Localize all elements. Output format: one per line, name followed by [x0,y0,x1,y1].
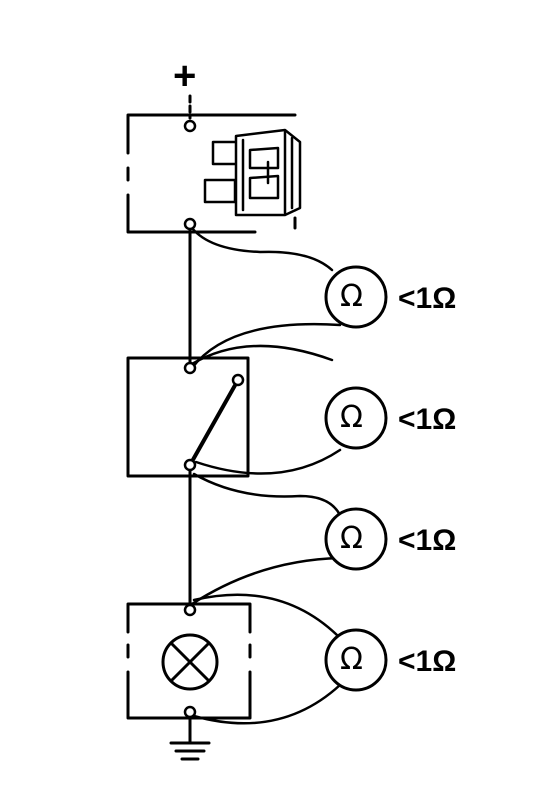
test-leads [190,226,342,725]
ohm-symbol-3: Ω [340,521,363,556]
fuse-icon [203,128,302,217]
ohmmeter-3 [324,507,388,571]
switch-terminal-bottom [183,458,197,472]
fuse-terminal-bottom [183,217,197,231]
resistance-reading-1: <1Ω [398,282,457,315]
ground-symbol [169,741,211,761]
ohmmeter-4 [324,628,388,692]
lamp-terminal-bottom [183,705,197,719]
lamp-icon [161,633,219,691]
ohmmeter-2 [324,386,388,450]
resistance-reading-3: <1Ω [398,524,457,557]
fuse-terminal-top [183,119,197,133]
switch-contact [188,378,240,467]
supply-plus-label: + [173,54,197,98]
switch-terminal-top [183,361,197,375]
ohm-symbol-4: Ω [340,642,363,677]
resistance-reading-4: <1Ω [398,645,457,678]
terminals [183,119,245,719]
lamp-terminal-top [183,603,197,617]
ohmmeter-1 [324,265,388,329]
switch-contact-terminal [231,373,245,387]
ohm-symbol-2: Ω [340,400,363,435]
ohm-symbol-1: Ω [340,279,363,314]
switch-box [126,356,250,478]
resistance-reading-2: <1Ω [398,403,457,436]
